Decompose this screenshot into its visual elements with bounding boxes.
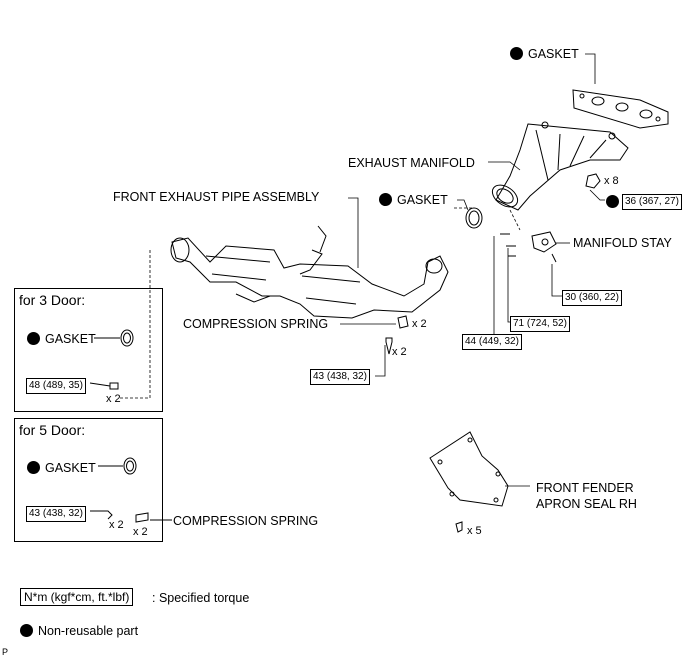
torque-71-box: 71 (724, 52) bbox=[510, 316, 570, 332]
apron-seal-drawing bbox=[429, 431, 509, 507]
panel5-torque-box: 43 (438, 32) bbox=[26, 506, 86, 522]
nonreusable-dot-icon bbox=[27, 461, 40, 474]
compression-spring-label: COMPRESSION SPRING bbox=[183, 317, 329, 331]
legend-nonreusable: Non-reusable part bbox=[20, 624, 138, 638]
legend-torque-box: N*m (kgf*cm, ft.*lbf) bbox=[20, 588, 134, 606]
front-exhaust-pipe-label: FRONT EXHAUST PIPE ASSEMBLY bbox=[113, 190, 320, 204]
manifold-stay-drawing bbox=[531, 231, 557, 263]
x2-bolt-label: x 2 bbox=[392, 346, 407, 358]
gasket-mid-label: GASKET bbox=[379, 193, 448, 207]
torque-44-box: 44 (449, 32) bbox=[462, 334, 522, 350]
x8-label: x 8 bbox=[604, 175, 619, 187]
corner-mark: P bbox=[2, 647, 9, 657]
manifold-nut-drawing bbox=[585, 173, 601, 189]
panel3-gasket-drawing bbox=[120, 329, 134, 347]
panel5-title: for 5 Door: bbox=[19, 422, 86, 438]
nonreusable-dot-icon bbox=[510, 47, 523, 60]
front-fender-label-1: FRONT FENDER bbox=[536, 481, 634, 495]
nonreusable-dot-icon bbox=[20, 624, 33, 637]
gasket-top-label: GASKET bbox=[510, 47, 579, 61]
panel5-gasket-label: GASKET bbox=[27, 461, 96, 475]
torque-30-box: 30 (360, 22) bbox=[562, 290, 622, 306]
panel5-x2-spring-label: x 2 bbox=[133, 526, 148, 538]
nonreusable-dot-icon bbox=[379, 193, 392, 206]
nonreusable-dot-icon bbox=[606, 195, 619, 208]
panel3-title: for 3 Door: bbox=[19, 292, 86, 308]
torque-36-box: 36 (367, 27) bbox=[622, 194, 682, 210]
ring-gasket-drawing bbox=[465, 207, 483, 229]
nonreusable-dot-icon bbox=[27, 332, 40, 345]
panel-3-door: for 3 Door: GASKET 48 (489, 35) x 2 bbox=[14, 288, 163, 412]
panel3-torque-box: 48 (489, 35) bbox=[26, 378, 86, 394]
panel3-x2-label: x 2 bbox=[106, 393, 121, 405]
torque-43-box: 43 (438, 32) bbox=[310, 369, 370, 385]
manifold-stay-label: MANIFOLD STAY bbox=[573, 236, 672, 250]
panel3-gasket-label: GASKET bbox=[27, 332, 96, 346]
panel5-compression-spring-label: COMPRESSION SPRING bbox=[173, 514, 319, 528]
x5-label: x 5 bbox=[467, 525, 482, 537]
manifold-gasket-drawing bbox=[572, 89, 669, 129]
panel5-x2-bolt-label: x 2 bbox=[109, 519, 124, 531]
x2-spring-label: x 2 bbox=[412, 318, 427, 330]
legend-torque-desc: : Specified torque bbox=[152, 591, 250, 605]
front-fender-label-2: APRON SEAL RH bbox=[536, 497, 637, 511]
front-exhaust-pipe-drawing bbox=[170, 225, 449, 319]
exhaust-manifold-label: EXHAUST MANIFOLD bbox=[348, 156, 475, 170]
panel-5-door: for 5 Door: GASKET 43 (438, 32) x 2 x 2 bbox=[14, 418, 163, 542]
exhaust-manifold-drawing bbox=[491, 121, 629, 211]
